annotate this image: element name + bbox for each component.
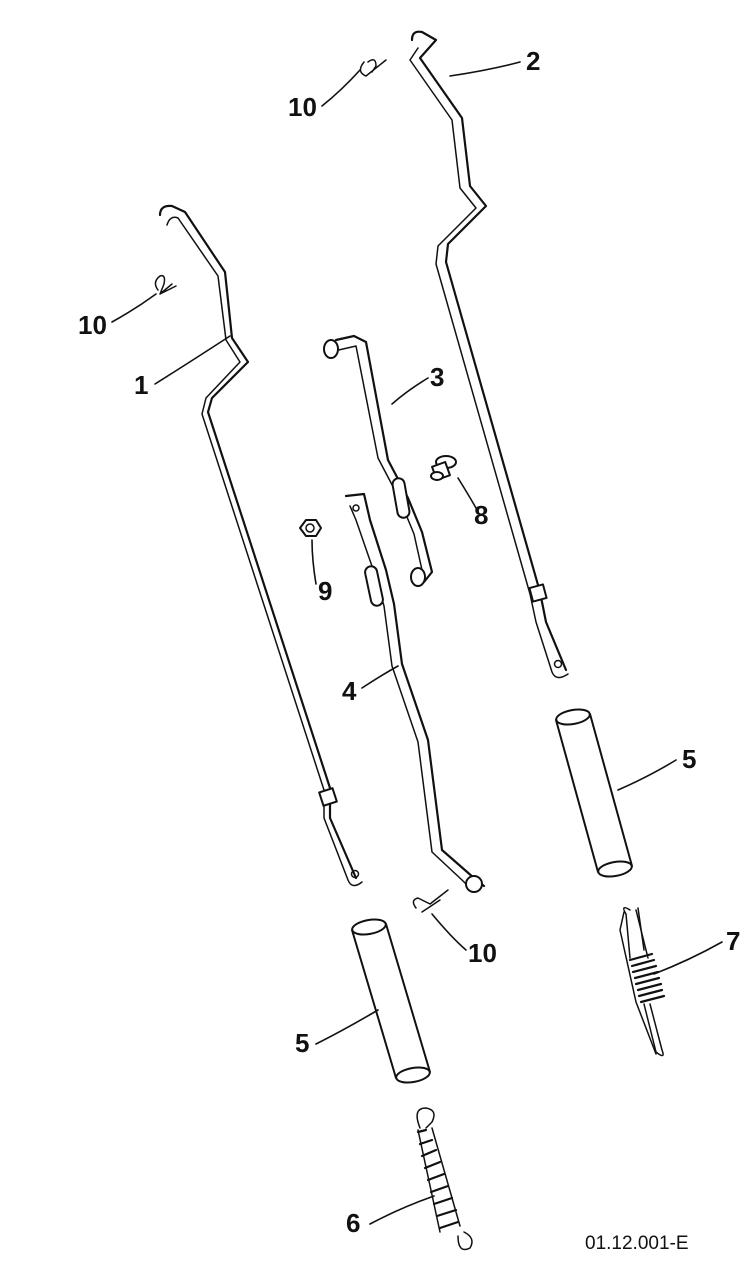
callout-7: 7 [726, 926, 740, 956]
part-1-control-rod [158, 204, 363, 887]
callout-1: 1 [134, 370, 148, 400]
part-5-grip-sleeve-left [351, 918, 431, 1084]
callout-5-right: 5 [682, 744, 696, 774]
part-10-hairpin-clip-bottom [412, 889, 449, 913]
part-6-extension-spring [416, 1107, 473, 1251]
part-3-linkage-arm [323, 334, 434, 587]
part-10-hairpin-clip-top [359, 59, 387, 77]
callout-3: 3 [430, 362, 444, 392]
part-5-grip-sleeve-right [555, 708, 633, 878]
callout-9: 9 [318, 576, 332, 606]
callout-5-left: 5 [295, 1028, 309, 1058]
callout-10-bottom: 10 [468, 938, 497, 968]
part-9-nut [299, 519, 322, 537]
part-4-linkage-arm [344, 492, 486, 893]
part-2-control-rod [409, 30, 569, 679]
part-7-loop-spring [619, 907, 666, 1057]
leader-lines [111, 61, 723, 1225]
part-8-clevis-pin [430, 455, 457, 481]
callout-8: 8 [474, 500, 488, 530]
callout-4: 4 [342, 676, 357, 706]
callout-10-top: 10 [288, 92, 317, 122]
drawing-code: 01.12.001-E [585, 1233, 689, 1254]
part-10-hairpin-clip-left [154, 274, 177, 295]
callout-10-left: 10 [78, 310, 107, 340]
callout-2: 2 [526, 46, 540, 76]
callout-6: 6 [346, 1208, 360, 1238]
